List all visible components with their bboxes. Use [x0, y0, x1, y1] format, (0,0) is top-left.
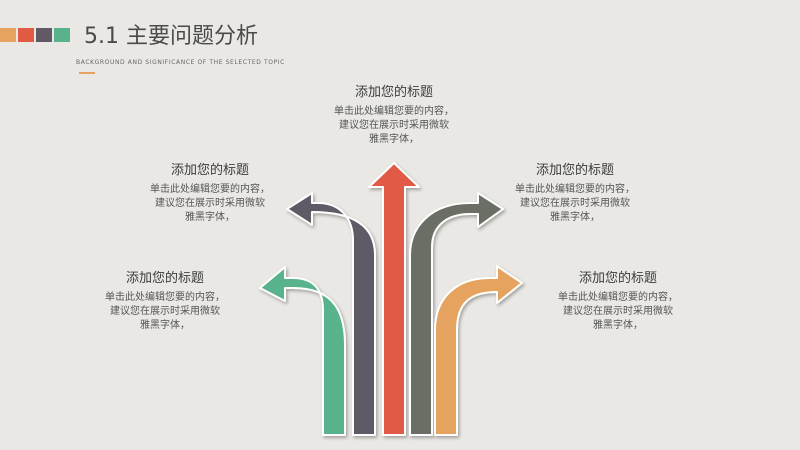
page-title: 5.1 主要问题分析 — [84, 24, 258, 49]
block-line: 雅黑字体， — [593, 320, 643, 331]
block-body: 单击此处编辑您要的内容， 建议您在展示时采用微软 雅黑字体， — [314, 105, 474, 147]
block-title: 添加您的标题 — [578, 271, 657, 286]
purple-square-decoration — [36, 28, 52, 42]
purple-arrow — [286, 192, 376, 436]
block-line: 建议您在展示时采用微软 — [339, 120, 449, 131]
block-body: 单击此处编辑您要的内容， 建议您在展示时采用微软 雅黑字体， — [538, 291, 698, 333]
title-underline — [79, 72, 95, 74]
block-title: 添加您的标题 — [354, 85, 433, 100]
block-title: 添加您的标题 — [535, 163, 614, 178]
red-arrow — [368, 162, 420, 436]
block-line: 单击此处编辑您要的内容， — [558, 292, 678, 303]
block-title: 添加您的标题 — [170, 163, 249, 178]
block-line: 单击此处编辑您要的内容， — [150, 184, 270, 195]
block-line: 雅黑字体， — [369, 134, 419, 145]
block-body: 单击此处编辑您要的内容， 建议您在展示时采用微软 雅黑字体， — [130, 183, 290, 225]
block-line: 单击此处编辑您要的内容， — [515, 184, 635, 195]
red-square-decoration — [18, 28, 34, 42]
page-subtitle: BACKGROUND AND SIGNIFICANCE OF THE SELEC… — [76, 59, 285, 66]
teal-arrow — [259, 266, 346, 436]
block-line: 建议您在展示时采用微软 — [155, 198, 265, 209]
block-line: 建议您在展示时采用微软 — [520, 198, 630, 209]
block-line: 建议您在展示时采用微软 — [563, 306, 673, 317]
teal-square-decoration — [54, 28, 70, 42]
orange-arrow — [434, 265, 523, 436]
orange-square-decoration — [0, 28, 16, 42]
block-body: 单击此处编辑您要的内容， 建议您在展示时采用微软 雅黑字体， — [85, 291, 245, 333]
text-block-top-center: 添加您的标题 单击此处编辑您要的内容， 建议您在展示时采用微软 雅黑字体， — [314, 84, 474, 147]
text-block-upper-left: 添加您的标题 单击此处编辑您要的内容， 建议您在展示时采用微软 雅黑字体， — [130, 162, 290, 225]
block-body: 单击此处编辑您要的内容， 建议您在展示时采用微软 雅黑字体， — [495, 183, 655, 225]
block-line: 单击此处编辑您要的内容， — [334, 106, 454, 117]
block-title: 添加您的标题 — [125, 271, 204, 286]
block-line: 建议您在展示时采用微软 — [110, 306, 220, 317]
text-block-lower-right: 添加您的标题 单击此处编辑您要的内容， 建议您在展示时采用微软 雅黑字体， — [538, 270, 698, 333]
block-line: 雅黑字体， — [140, 320, 190, 331]
text-block-upper-right: 添加您的标题 单击此处编辑您要的内容， 建议您在展示时采用微软 雅黑字体， — [495, 162, 655, 225]
block-line: 雅黑字体， — [550, 212, 600, 223]
block-line: 雅黑字体， — [185, 212, 235, 223]
block-line: 单击此处编辑您要的内容， — [105, 292, 225, 303]
olive-arrow — [409, 192, 504, 436]
text-block-lower-left: 添加您的标题 单击此处编辑您要的内容， 建议您在展示时采用微软 雅黑字体， — [85, 270, 245, 333]
